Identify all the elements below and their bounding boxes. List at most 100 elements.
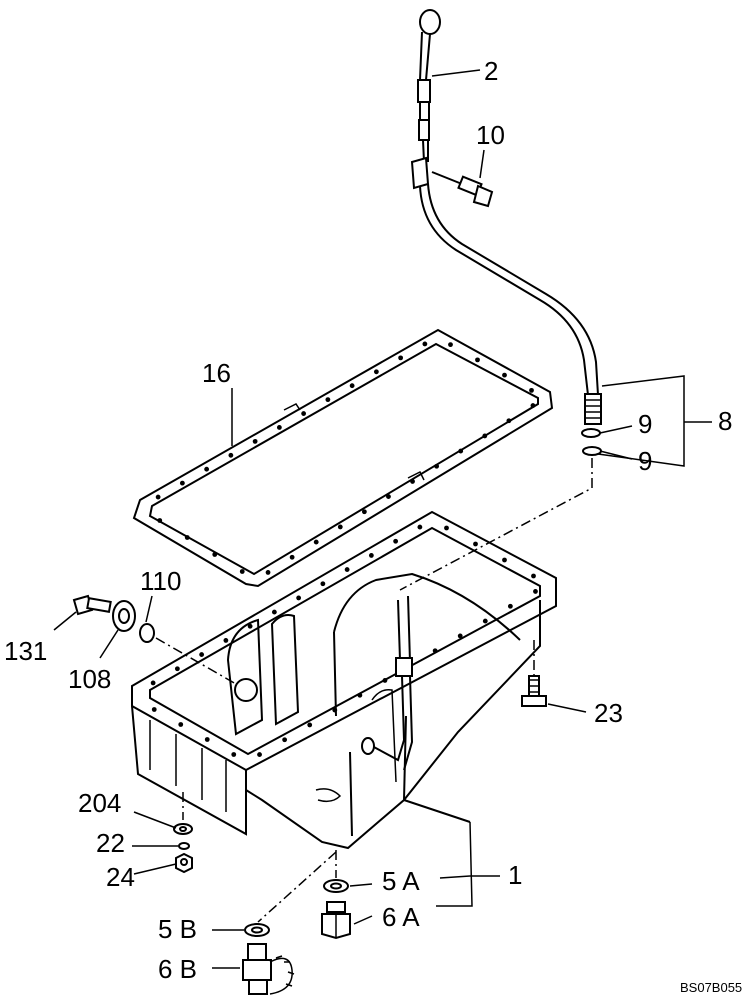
- callout-22: 22: [96, 828, 125, 858]
- o-ring-110: [139, 623, 155, 643]
- cover-plate-108: [112, 600, 136, 632]
- o-ring-upper: [581, 428, 601, 438]
- bolt-10: [431, 171, 494, 208]
- alignment-line-cover: [155, 637, 237, 685]
- pan-bolt-hole: [457, 633, 463, 639]
- gasket-bolt-hole: [530, 403, 536, 408]
- alignment-line-valve: [257, 851, 337, 923]
- washer-5a: [323, 879, 349, 893]
- pan-bolt-hole: [320, 581, 326, 587]
- callout-2: 2: [484, 56, 498, 86]
- nut-24: [175, 852, 193, 874]
- pan-bolt-hole: [296, 595, 302, 601]
- gasket-bolt-hole: [239, 569, 245, 574]
- oil-pan-gasket: [132, 328, 554, 588]
- gasket-bolt-hole: [301, 411, 307, 416]
- pan-bolt-hole: [178, 722, 184, 727]
- gasket-bolt-hole: [386, 494, 391, 499]
- drain-plug-6a: [321, 901, 351, 940]
- gasket-bolt-hole: [212, 552, 218, 557]
- callout-5a: 5 A: [382, 866, 420, 896]
- callout-24: 24: [106, 862, 135, 892]
- gasket-bolt-hole: [325, 397, 331, 403]
- pan-bolt-hole: [282, 737, 288, 743]
- callout-108: 108: [68, 664, 111, 694]
- gasket-bolt-hole: [337, 524, 343, 530]
- gasket-bolt-hole: [204, 466, 210, 472]
- callout-1: 1: [508, 860, 522, 890]
- pan-bolt-hole: [432, 648, 438, 654]
- pan-bolt-hole: [307, 722, 313, 728]
- pan-bolt-hole: [417, 524, 423, 530]
- gasket-bolt-hole: [448, 342, 453, 348]
- gasket-bolt-hole: [410, 479, 415, 484]
- pan-bolt-hole: [174, 666, 180, 672]
- gasket-bolt-hole: [155, 494, 161, 500]
- pan-bolt-hole: [368, 553, 374, 558]
- pan-bolt-hole: [533, 589, 538, 594]
- dipstick: [417, 9, 441, 163]
- callout-5b: 5 B: [158, 914, 197, 944]
- gasket-bolt-hole: [228, 452, 234, 458]
- pan-bolt-hole: [247, 623, 253, 629]
- guide-tube: [410, 156, 602, 425]
- gasket-bolt-hole: [313, 539, 319, 545]
- gasket-bolt-hole: [482, 433, 488, 439]
- gasket-bolt-hole: [289, 554, 295, 560]
- alignment-line-tube: [399, 458, 593, 591]
- callout-9-lower: 9: [638, 446, 652, 476]
- callout-6a: 6 A: [382, 902, 420, 932]
- gasket-bolt-hole: [475, 357, 480, 363]
- washer-5b: [244, 923, 270, 937]
- drain-valve-6b: [242, 943, 295, 995]
- gasket-bolt-hole: [184, 535, 190, 540]
- gasket-bolt-hole: [502, 372, 507, 378]
- pan-bolt-hole: [231, 752, 237, 757]
- pan-bolt-hole: [199, 652, 205, 657]
- callout-10: 10: [476, 120, 505, 150]
- gasket-bolt-hole: [434, 463, 440, 469]
- pan-bolt-hole: [223, 638, 229, 643]
- gasket-bolt-hole: [373, 369, 379, 375]
- callout-16: 16: [202, 358, 231, 388]
- callout-23: 23: [594, 698, 623, 728]
- pan-bolt-hole: [357, 692, 363, 698]
- gasket-bolt-hole: [349, 383, 355, 389]
- gasket-bolt-hole: [529, 387, 534, 393]
- callout-9-upper: 9: [638, 409, 652, 439]
- gasket-bolt-hole: [506, 418, 512, 424]
- pan-bolt-hole: [531, 573, 536, 579]
- pan-bolt-hole: [344, 567, 350, 572]
- callout-6b: 6 B: [158, 954, 197, 984]
- callout-110: 110: [140, 566, 181, 596]
- pan-bolt-hole: [204, 737, 210, 742]
- drawing-code: BS07B055: [680, 980, 742, 995]
- washer-22: [178, 842, 190, 850]
- pan-bolt-hole: [151, 707, 157, 712]
- pan-bolt-hole: [444, 525, 449, 531]
- oil-pan: [131, 510, 557, 850]
- gasket-bolt-hole: [422, 341, 428, 347]
- pan-bolt-hole: [382, 678, 388, 683]
- gasket-bolt-hole: [398, 355, 404, 361]
- bolt-131: [72, 594, 112, 616]
- pan-bolt-hole: [257, 752, 262, 757]
- gasket-bolt-hole: [458, 448, 464, 454]
- callout-131: 131: [4, 636, 47, 666]
- pan-bolt-hole: [393, 538, 399, 544]
- gasket-bolt-hole: [157, 518, 163, 523]
- pan-bolt-hole: [473, 541, 478, 547]
- pan-bolt-hole: [502, 557, 507, 563]
- pan-bolt-hole: [150, 680, 156, 686]
- pan-bolt-hole: [482, 618, 488, 624]
- washer-204: [173, 823, 193, 835]
- pan-bolt-hole: [271, 609, 277, 615]
- gasket-bolt-hole: [265, 570, 271, 575]
- gasket-bolt-hole: [276, 425, 282, 430]
- callout-204: 204: [78, 788, 121, 818]
- gasket-bolt-hole: [179, 480, 185, 486]
- pan-bolt-hole: [507, 603, 513, 609]
- gasket-bolt-hole: [252, 438, 258, 444]
- bolt-23: [521, 675, 547, 707]
